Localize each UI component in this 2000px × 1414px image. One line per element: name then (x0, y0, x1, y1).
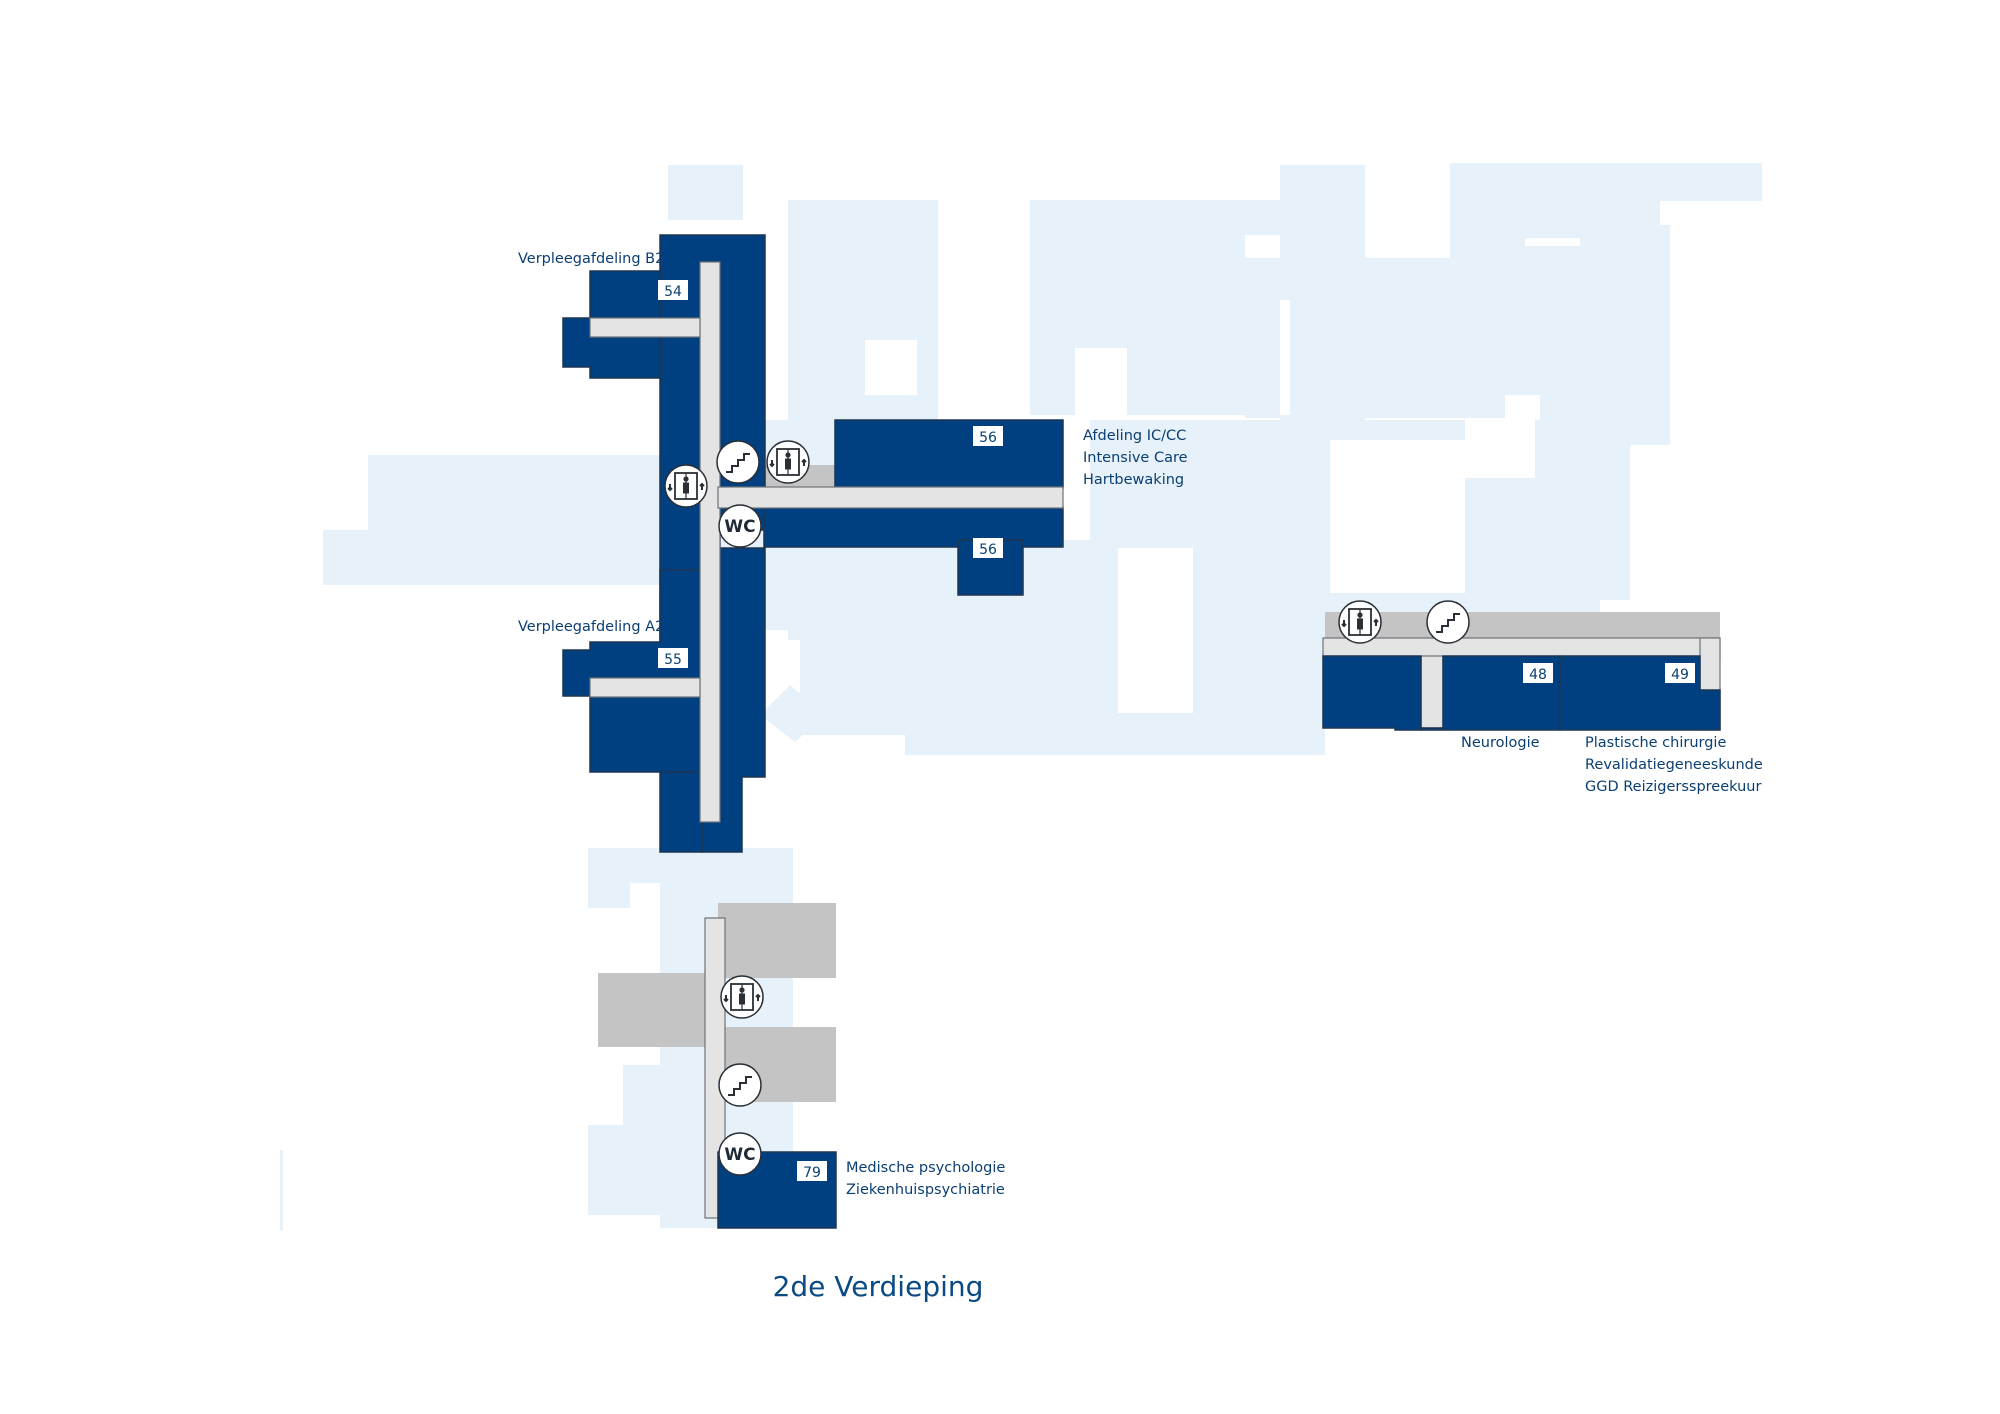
ic-wing[interactable] (717, 419, 1064, 596)
room-number-badges: 54 55 56 56 48 49 79 (658, 280, 1695, 1181)
elevator-icon (766, 440, 810, 484)
label-psy-1: Medische psychologie (846, 1160, 1005, 1176)
svg-text:49: 49 (1671, 667, 1689, 683)
stairs-icon (1426, 600, 1470, 644)
courtyards (865, 238, 1580, 713)
floor-title: 2de Verdieping (773, 1270, 984, 1303)
svg-text:WC: WC (724, 1145, 755, 1165)
label-ic-2: Intensive Care (1083, 450, 1188, 466)
corridors-west (589, 261, 721, 823)
label-a2: Verpleegafdeling A2 (518, 619, 664, 635)
label-plast-2: Revalidatiegeneeskunde (1585, 757, 1763, 773)
room-badge-55: 55 (658, 648, 688, 668)
svg-text:48: 48 (1529, 667, 1547, 683)
svg-text:WC: WC (724, 517, 755, 537)
room-badge-48: 48 (1523, 663, 1553, 683)
department-labels: Verpleegafdeling B2 Verpleegafdeling A2 … (518, 251, 1763, 1198)
wc-icon: WC (718, 1132, 762, 1176)
svg-text:56: 56 (979, 542, 997, 558)
room-badge-49: 49 (1665, 663, 1695, 683)
room-badge-56-south: 56 (973, 538, 1003, 558)
svg-text:79: 79 (803, 1165, 821, 1181)
stairs-icon (716, 440, 760, 484)
wc-icon: WC (718, 504, 762, 548)
east-wing[interactable] (1322, 637, 1721, 731)
svg-text:55: 55 (664, 652, 682, 668)
label-neuro: Neurologie (1461, 735, 1540, 751)
elevator-icon (720, 975, 764, 1019)
room-badge-56-north: 56 (973, 426, 1003, 446)
label-plast-1: Plastische chirurgie (1585, 735, 1726, 751)
label-ic-1: Afdeling IC/CC (1083, 428, 1186, 444)
svg-text:56: 56 (979, 430, 997, 446)
svg-text:54: 54 (664, 284, 682, 300)
label-psy-2: Ziekenhuispsychiatrie (846, 1182, 1005, 1198)
facility-icons: WC WC (664, 440, 1470, 1176)
stairs-icon (718, 1063, 762, 1107)
label-plast-3: GGD Reizigersspreekuur (1585, 779, 1761, 795)
label-ic-3: Hartbewaking (1083, 472, 1184, 488)
label-b2: Verpleegafdeling B2 (518, 251, 664, 267)
elevator-icon (1338, 600, 1382, 644)
room-badge-54: 54 (658, 280, 688, 300)
elevator-icon (664, 464, 708, 508)
room-badge-79: 79 (797, 1161, 827, 1181)
